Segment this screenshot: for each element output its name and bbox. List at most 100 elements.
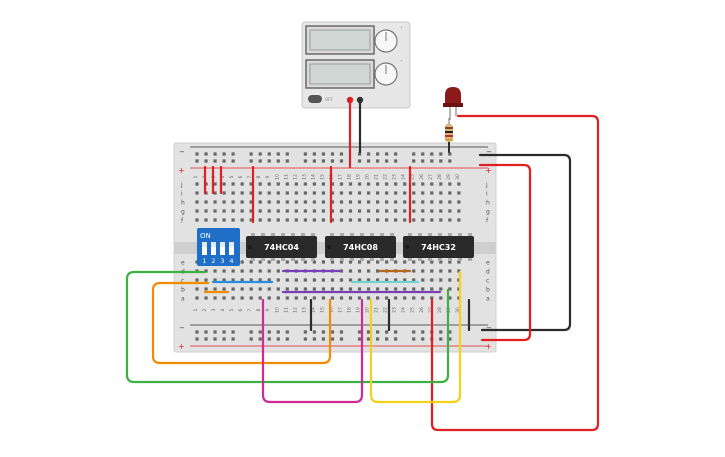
hole[interactable] xyxy=(195,200,199,204)
rail-hole[interactable] xyxy=(312,330,316,334)
rail-hole[interactable] xyxy=(195,152,199,156)
hole[interactable] xyxy=(457,269,461,273)
hole[interactable] xyxy=(222,269,226,273)
hole[interactable] xyxy=(412,200,416,204)
hole[interactable] xyxy=(285,182,289,186)
hole[interactable] xyxy=(348,269,353,273)
rail-hole[interactable] xyxy=(303,330,307,334)
hole[interactable] xyxy=(285,209,289,213)
hole[interactable] xyxy=(258,269,262,273)
hole[interactable] xyxy=(312,278,316,282)
rail-hole[interactable] xyxy=(213,159,217,163)
hole[interactable] xyxy=(294,296,298,300)
hole[interactable] xyxy=(285,191,289,195)
hole[interactable] xyxy=(240,287,244,291)
hole[interactable] xyxy=(448,182,452,186)
hole[interactable] xyxy=(430,269,434,273)
hole[interactable] xyxy=(330,296,335,300)
rail-hole[interactable] xyxy=(412,337,416,341)
hole[interactable] xyxy=(394,260,398,264)
rail-hole[interactable] xyxy=(376,159,380,163)
hole[interactable] xyxy=(357,260,362,264)
hole[interactable] xyxy=(403,287,407,291)
rail-hole[interactable] xyxy=(249,337,253,341)
rail-hole[interactable] xyxy=(213,152,217,156)
rail-hole[interactable] xyxy=(222,152,226,156)
hole[interactable] xyxy=(258,182,262,186)
rail-hole[interactable] xyxy=(412,330,416,334)
hole[interactable] xyxy=(294,200,298,204)
hole[interactable] xyxy=(240,200,244,204)
hole[interactable] xyxy=(430,278,434,282)
hole[interactable] xyxy=(249,296,253,300)
hole[interactable] xyxy=(439,278,443,282)
hole[interactable] xyxy=(285,218,289,222)
hole[interactable] xyxy=(321,191,326,195)
hole[interactable] xyxy=(348,260,353,264)
hole[interactable] xyxy=(366,278,371,282)
hole[interactable] xyxy=(448,191,452,195)
hole[interactable] xyxy=(276,296,280,300)
rail-hole[interactable] xyxy=(303,159,307,163)
hole[interactable] xyxy=(276,200,280,204)
hole[interactable] xyxy=(204,269,208,273)
rail-hole[interactable] xyxy=(222,330,226,334)
hole[interactable] xyxy=(204,278,208,282)
hole[interactable] xyxy=(376,209,380,213)
rail-hole[interactable] xyxy=(394,337,398,341)
hole[interactable] xyxy=(231,191,235,195)
rail-hole[interactable] xyxy=(249,152,253,156)
hole[interactable] xyxy=(394,200,398,204)
rail-hole[interactable] xyxy=(276,152,280,156)
hole[interactable] xyxy=(321,209,326,213)
hole[interactable] xyxy=(394,182,398,186)
hole[interactable] xyxy=(403,209,407,213)
rail-hole[interactable] xyxy=(276,159,280,163)
chip-74hc04[interactable]: 74HC04 xyxy=(246,233,317,261)
rail-hole[interactable] xyxy=(213,330,217,334)
rail-hole[interactable] xyxy=(439,152,443,156)
hole[interactable] xyxy=(267,296,271,300)
hole[interactable] xyxy=(439,218,443,222)
rail-hole[interactable] xyxy=(222,337,226,341)
hole[interactable] xyxy=(258,296,262,300)
rail-hole[interactable] xyxy=(357,330,362,334)
hole[interactable] xyxy=(213,209,217,213)
hole[interactable] xyxy=(339,269,344,273)
hole[interactable] xyxy=(240,296,244,300)
hole[interactable] xyxy=(222,278,226,282)
hole[interactable] xyxy=(240,218,244,222)
hole[interactable] xyxy=(421,296,425,300)
hole[interactable] xyxy=(403,260,407,264)
hole[interactable] xyxy=(394,296,398,300)
hole[interactable] xyxy=(348,287,353,291)
hole[interactable] xyxy=(448,200,452,204)
hole[interactable] xyxy=(258,209,262,213)
hole[interactable] xyxy=(439,191,443,195)
rail-hole[interactable] xyxy=(421,159,425,163)
hole[interactable] xyxy=(249,278,253,282)
hole[interactable] xyxy=(276,209,280,213)
hole[interactable] xyxy=(412,218,416,222)
rail-hole[interactable] xyxy=(376,152,380,156)
chip-74hc08[interactable]: 74HC08 xyxy=(325,233,396,261)
hole[interactable] xyxy=(366,218,371,222)
hole[interactable] xyxy=(267,269,271,273)
hole[interactable] xyxy=(412,296,416,300)
hole[interactable] xyxy=(249,200,253,204)
hole[interactable] xyxy=(357,200,362,204)
hole[interactable] xyxy=(385,200,389,204)
rail-hole[interactable] xyxy=(276,330,280,334)
hole[interactable] xyxy=(240,182,244,186)
hole[interactable] xyxy=(357,269,362,273)
rail-hole[interactable] xyxy=(303,337,307,341)
hole[interactable] xyxy=(258,200,262,204)
rail-hole[interactable] xyxy=(448,152,452,156)
hole[interactable] xyxy=(357,209,362,213)
hole[interactable] xyxy=(376,296,380,300)
hole[interactable] xyxy=(204,287,208,291)
hole[interactable] xyxy=(385,191,389,195)
hole[interactable] xyxy=(339,296,344,300)
rail-hole[interactable] xyxy=(204,337,208,341)
hole[interactable] xyxy=(348,278,353,282)
